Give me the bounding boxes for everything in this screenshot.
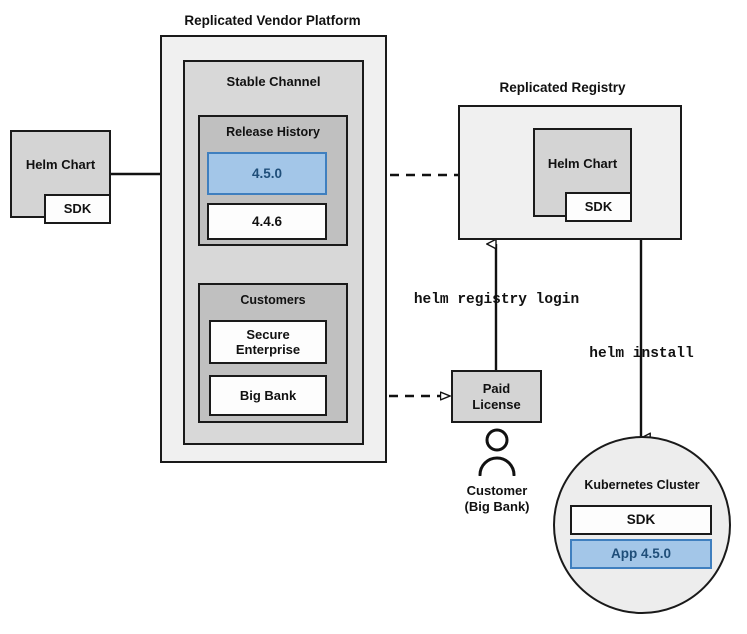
customer-secure-enterprise-label: Secure Enterprise xyxy=(235,326,301,357)
cluster-sdk-label: SDK xyxy=(626,512,656,528)
release-4-5-0-box[interactable]: 4.5.0 xyxy=(207,152,327,195)
stable-channel-label: Stable Channel xyxy=(226,74,321,89)
customers-label: Customers xyxy=(240,293,306,307)
registry-helm-chart-label: Helm Chart xyxy=(547,155,618,171)
helm-registry-login-label: helm registry login xyxy=(413,292,580,308)
source-sdk-box: SDK xyxy=(44,194,111,224)
registry-sdk-label: SDK xyxy=(584,199,613,215)
cluster-sdk-box: SDK xyxy=(570,505,712,535)
release-4-5-0-label: 4.5.0 xyxy=(251,165,283,181)
paid-license-label: Paid License xyxy=(472,381,521,412)
release-history-label: Release History xyxy=(226,125,320,139)
release-4-4-6-box[interactable]: 4.4.6 xyxy=(207,203,327,240)
source-sdk-label: SDK xyxy=(63,201,92,217)
release-4-4-6-label: 4.4.6 xyxy=(251,213,283,229)
customer-caption: Customer (Big Bank) xyxy=(464,483,530,515)
kubernetes-cluster-label: Kubernetes Cluster xyxy=(584,478,700,492)
cluster-app-label: App 4.5.0 xyxy=(610,546,672,562)
platform-title: Replicated Vendor Platform xyxy=(184,13,361,28)
customer-big-bank-box[interactable]: Big Bank xyxy=(209,375,327,416)
customer-secure-enterprise-box[interactable]: Secure Enterprise xyxy=(209,320,327,364)
paid-license-box: Paid License xyxy=(451,370,542,423)
registry-sdk-box: SDK xyxy=(565,192,632,222)
registry-title: Replicated Registry xyxy=(499,80,626,95)
person-icon xyxy=(478,428,516,476)
helm-install-label: helm install xyxy=(589,346,694,362)
customer-big-bank-label: Big Bank xyxy=(239,387,297,403)
cluster-app-box: App 4.5.0 xyxy=(570,539,712,569)
source-helm-chart-label: Helm Chart xyxy=(25,157,96,173)
